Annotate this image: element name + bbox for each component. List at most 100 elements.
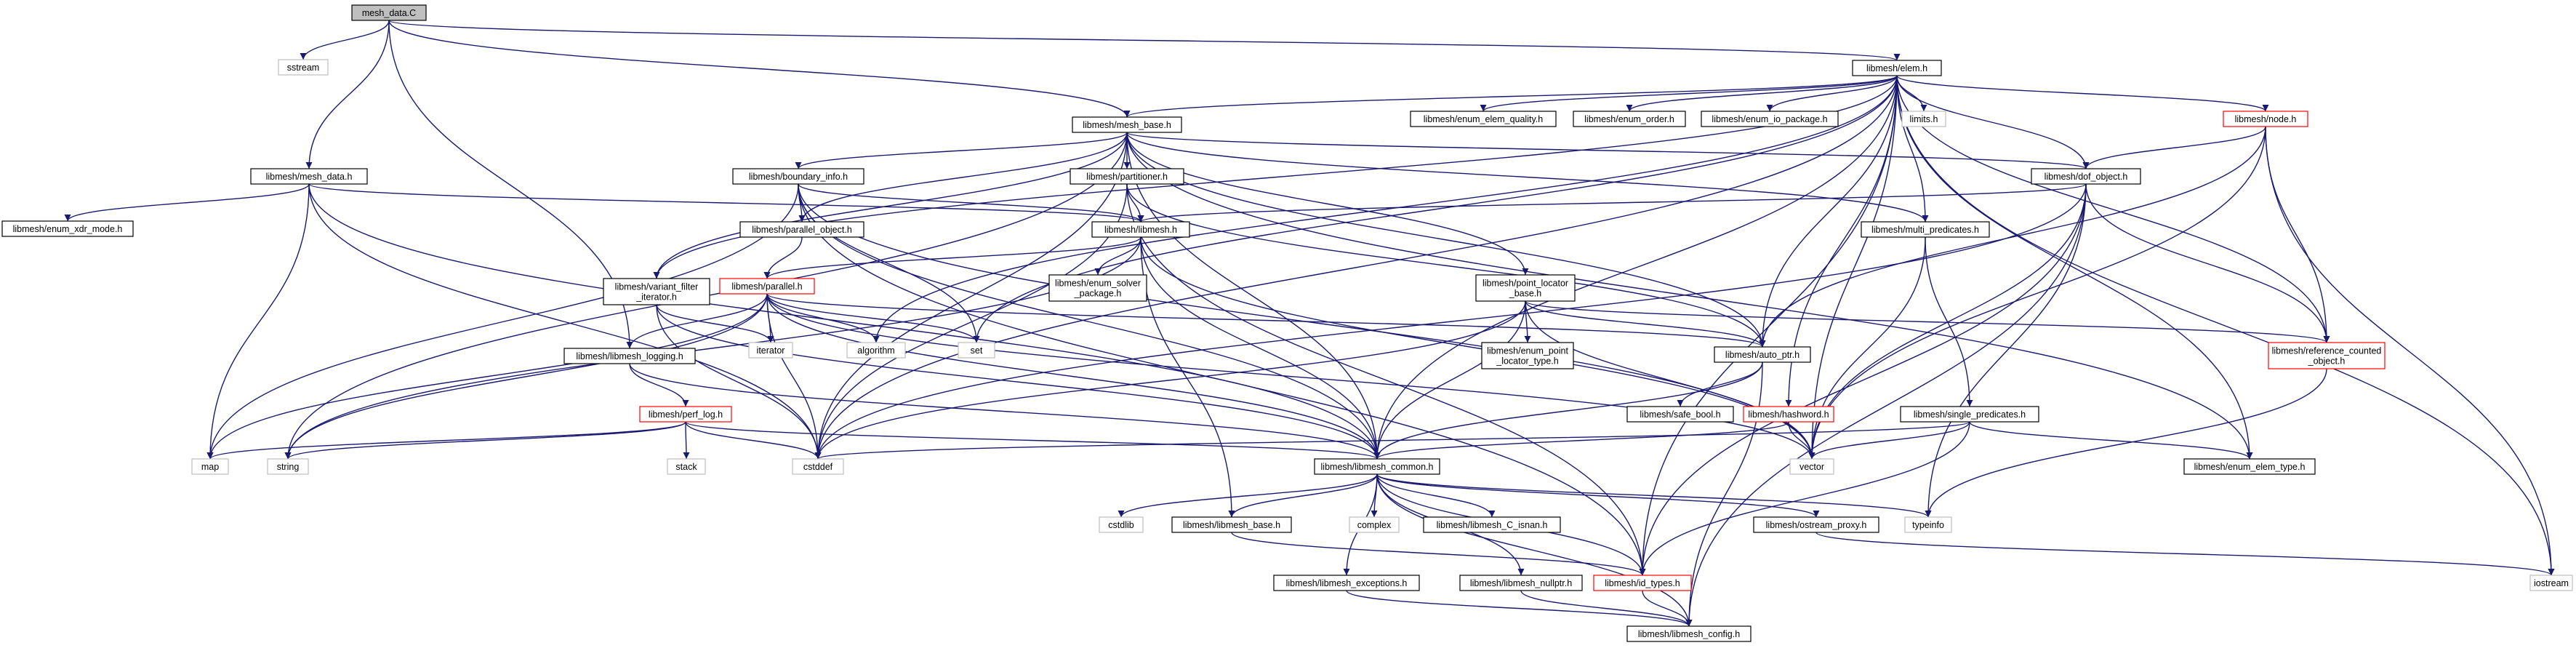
node-box [1099,516,1144,533]
edge-dof_object-to-cstddef [814,183,2087,460]
node-label: libmesh/libmesh.h [1104,225,1177,235]
node-single-predicates[interactable]: libmesh/single_predicates.h [1900,406,2039,423]
edge-id_types-to-libmesh_config [1642,590,1693,627]
node-enum-solver-package[interactable]: libmesh/enum_solver_package.h [1048,274,1147,302]
edge-elem_h-to-cstddef [814,75,1898,460]
node-enum-point-locator-type[interactable]: libmesh/enum_point_locator_type.h [1481,342,1574,369]
edge-mesh_data_C-to-sstream [300,20,390,60]
node-box [2031,168,2141,185]
node-box [748,342,793,359]
node-perf-log[interactable]: libmesh/perf_log.h [639,406,732,423]
node-limits: limits.h [1901,111,1946,127]
edge-dof_object-to-libmesh_config [1685,183,2087,627]
node-auto-ptr[interactable]: libmesh/auto_ptr.h [1714,346,1811,363]
edge-dof_object-to-typeinfo [1925,183,2087,518]
node-libmesh-h[interactable]: libmesh/libmesh.h [1091,221,1190,238]
edge-libmesh_logging-to-perf_log [629,363,689,407]
edge-mesh_data_h-to-map [206,183,310,460]
node-box [1901,111,1946,127]
node-label: libmesh/enum_elem_type.h [2194,462,2306,472]
node-libmesh-base[interactable]: libmesh/libmesh_base.h [1171,516,1292,533]
edge-node_h-to-vector [1808,126,2266,460]
node-ostream-proxy[interactable]: libmesh/ostream_proxy.h [1753,516,1879,533]
node-box [719,278,815,295]
node-mesh-data-C[interactable]: mesh_data.C [351,4,427,21]
node-box [191,458,229,475]
node-box [1070,168,1184,185]
node-libmesh-exceptions[interactable]: libmesh/libmesh_exceptions.h [1273,575,1420,591]
edge-dof_object-to-libmesh_h [1137,183,2087,223]
node-enum-order[interactable]: libmesh/enum_order.h [1573,111,1686,127]
node-label: libmesh/enum_xdr_mode.h [13,224,123,234]
node-box [958,342,995,359]
node-enum-io-package[interactable]: libmesh/enum_io_package.h [1701,111,1839,127]
edge-parallel_h-to-algorithm [766,293,880,343]
node-box [1072,116,1182,133]
node-box [2529,575,2573,591]
node-label: libmesh/safe_bool.h [1640,409,1720,420]
node-enum-elem-quality[interactable]: libmesh/enum_elem_quality.h [1410,111,1557,127]
node-box [732,168,864,185]
node-libmesh-nullptr[interactable]: libmesh/libmesh_nullptr.h [1459,575,1583,591]
edge-variant_filter-to-cstddef [656,304,822,460]
node-box [1273,575,1420,591]
edge-parallel_h-to-libmesh_common [766,293,1381,460]
edge-mesh_base-to-variant_filter [653,132,1128,279]
node-multi-predicates[interactable]: libmesh/multi_predicates.h [1861,221,1990,238]
edge-parallel_h-to-map [206,293,768,460]
node-id-types[interactable]: libmesh/id_types.h [1593,575,1692,591]
node-node-h[interactable]: libmesh/node.h [2223,111,2308,127]
node-parallel-h[interactable]: libmesh/parallel.h [719,278,815,295]
node-safe-bool[interactable]: libmesh/safe_bool.h [1626,406,1734,423]
node-label: libmesh/auto_ptr.h [1725,350,1799,360]
node-iterator: iterator [748,342,793,359]
node-box [2268,342,2386,369]
edge-mesh_base-to-cstddef [814,132,1128,460]
node-libmesh-logging[interactable]: libmesh/libmesh_logging.h [563,348,696,364]
edge-dof_object-to-id_types [1639,183,2087,576]
node-enum-xdr-mode[interactable]: libmesh/enum_xdr_mode.h [1,220,134,237]
node-libmesh-config[interactable]: libmesh/libmesh_config.h [1626,625,1752,642]
node-enum-elem-type[interactable]: libmesh/enum_elem_type.h [2183,458,2316,475]
node-box [1475,274,1576,302]
edge-libmesh_common-to-ostream_proxy [1376,473,1820,518]
node-hashword[interactable]: libmesh/hashword.h [1743,406,1834,423]
node-c-isnan[interactable]: libmesh/libmesh_C_isnan.h [1423,516,1561,533]
node-label: libmesh/point_locator [1482,279,1568,289]
node-point-locator-base[interactable]: libmesh/point_locator_base.h [1475,274,1576,302]
edge-libmesh_common-to-typeinfo [1376,473,1932,518]
node-variant-filter[interactable]: libmesh/variant_filter_iterator.h [603,278,710,305]
node-dof-object[interactable]: libmesh/dof_object.h [2031,168,2141,185]
node-box [267,458,309,475]
dependency-edges [64,20,2555,627]
node-elem-h[interactable]: libmesh/elem.h [1852,60,1942,76]
node-label: libmesh/parallel.h [731,281,802,292]
node-partitioner[interactable]: libmesh/partitioner.h [1070,168,1184,185]
node-mesh-data-h[interactable]: libmesh/mesh_data.h [250,168,368,185]
edge-mesh_data_h-to-cstddef [308,183,822,460]
edge-ostream_proxy-to-iostream [1815,532,2555,576]
node-complex: complex [1349,516,1400,533]
node-stack: stack [667,458,706,475]
edge-elem_h-to-vector [1808,75,1898,460]
edge-mesh_base-to-enum_elem_type [1126,132,2253,460]
edge-hashword-to-libmesh_common [1373,421,1789,460]
edge-mesh_data_C-to-elem_h [388,20,1900,61]
edge-parallel_h-to-set [766,293,980,343]
node-reference-counted[interactable]: libmesh/reference_counted_object.h [2268,342,2386,369]
edge-auto_ptr-to-libmesh_common [1373,361,1763,460]
node-label: _locator_type.h [1496,356,1559,367]
edge-elem_h-to-enum_order [1626,75,1898,112]
node-label: _base.h [1509,289,1542,299]
node-boundary-info[interactable]: libmesh/boundary_info.h [732,168,864,185]
node-mesh-base[interactable]: libmesh/mesh_base.h [1072,116,1182,133]
node-label: libmesh/libmesh_exceptions.h [1286,578,1408,588]
node-box [1626,406,1734,423]
node-box [639,406,732,423]
node-parallel-object[interactable]: libmesh/parallel_object.h [739,221,864,238]
node-string: string [267,458,309,475]
node-libmesh-common[interactable]: libmesh/libmesh_common.h [1314,458,1440,475]
node-label: libmesh/libmesh_common.h [1321,462,1434,472]
edge-node_h-to-iostream [2265,126,2555,576]
